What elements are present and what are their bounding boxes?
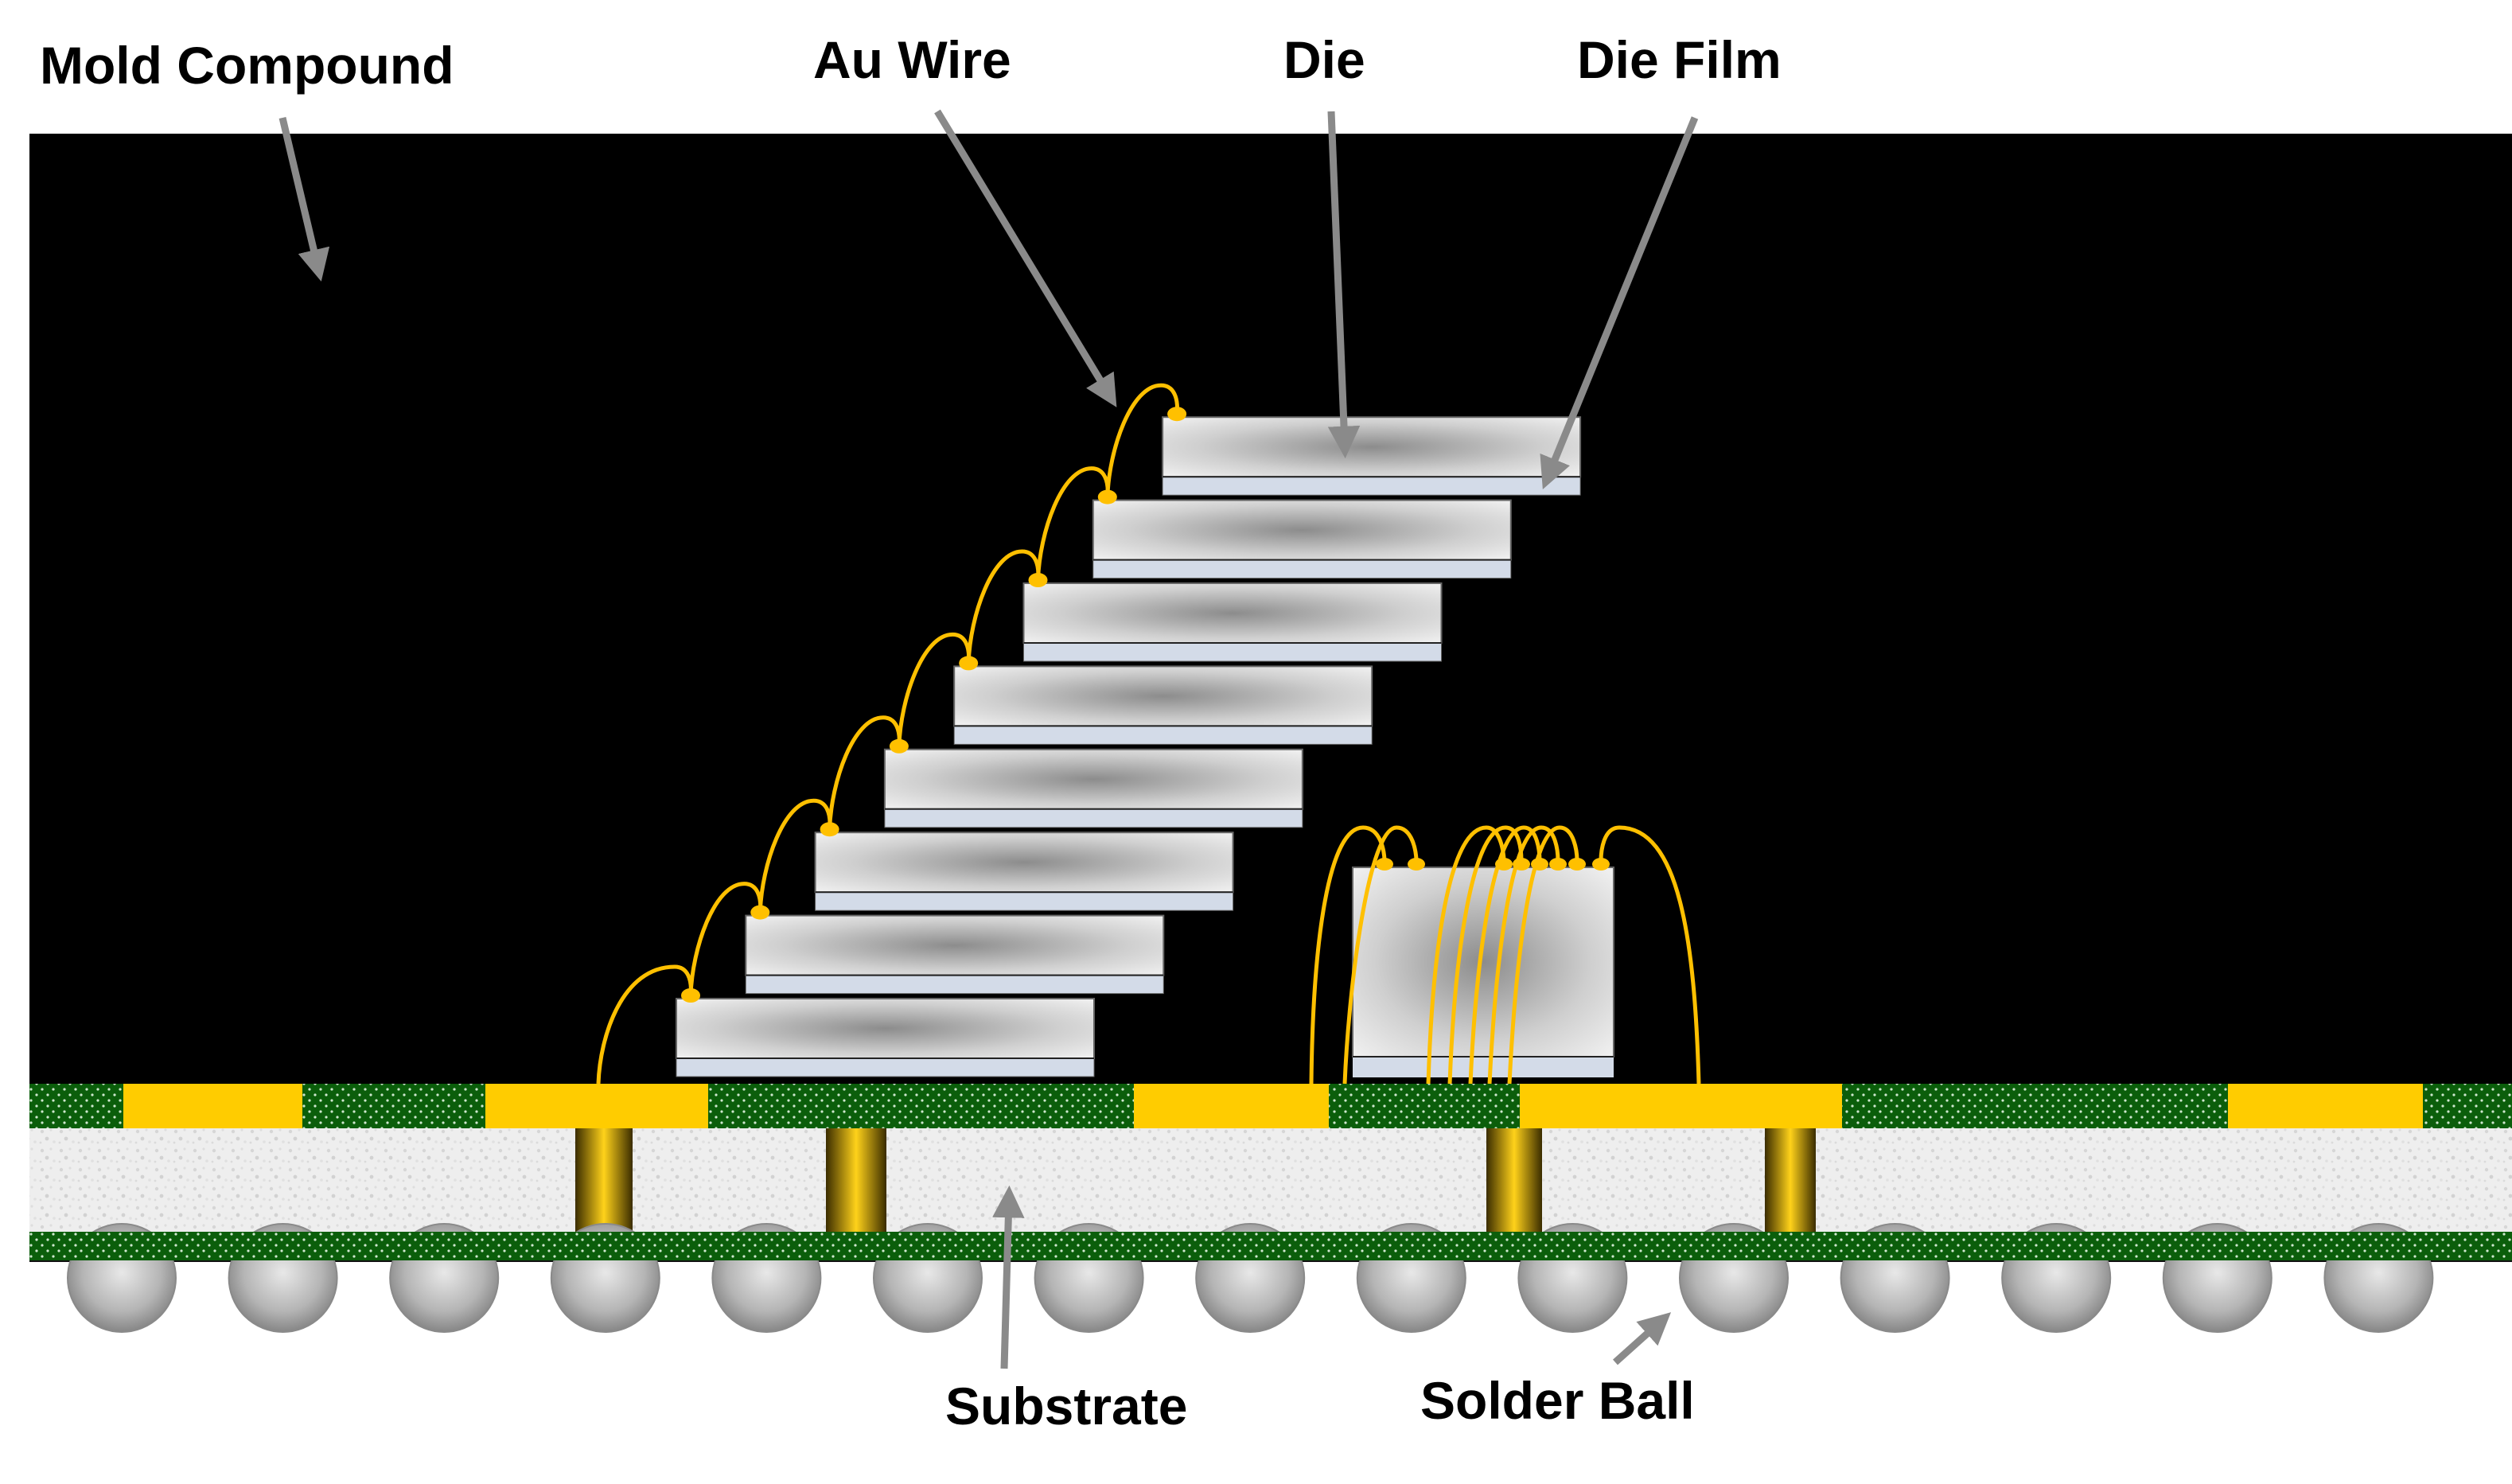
die-body: [745, 914, 1165, 976]
au-wires-controller: [1309, 825, 1701, 1085]
stacked-die: [814, 832, 1234, 911]
au-wire: [828, 715, 902, 830]
arrow-die-film: [1540, 116, 1699, 489]
arrow-solder-ball: [1612, 1312, 1672, 1365]
die-film-layer: [1162, 476, 1581, 496]
label-die-film: Die Film: [1577, 30, 1782, 89]
stacked-die: [1092, 499, 1512, 579]
wire-bond-ball: [1167, 407, 1187, 422]
au-wire: [757, 798, 832, 913]
au-wire: [1036, 466, 1110, 581]
controller-bond-balls: [1376, 858, 1610, 871]
die-body: [676, 998, 1095, 1059]
die-film-layer: [1023, 642, 1442, 662]
die-film-layer: [953, 725, 1373, 745]
solder-balls: [29, 1223, 2512, 1333]
label-solder-ball: Solder Ball: [1420, 1371, 1695, 1430]
au-wire: [688, 882, 763, 996]
label-substrate: Substrate: [945, 1377, 1187, 1435]
label-au-wire: Au Wire: [813, 30, 1011, 89]
die-film-layer: [1092, 559, 1512, 579]
stacked-die: [883, 748, 1303, 828]
stacked-die-group: [676, 416, 1582, 1077]
stacked-die: [1162, 416, 1582, 496]
arrow-mold-compound: [278, 116, 330, 282]
die-film-layer: [815, 891, 1234, 911]
au-wire: [1105, 383, 1179, 497]
copper-vias: [575, 1128, 1816, 1232]
stacked-die: [745, 914, 1165, 995]
arrow-substrate: [992, 1185, 1025, 1369]
die-body: [814, 832, 1234, 894]
stacked-die: [1022, 582, 1443, 662]
label-die: Die: [1283, 30, 1365, 89]
controller-die-film: [1353, 1057, 1614, 1077]
stacked-die: [953, 665, 1373, 745]
controller-die: [1352, 867, 1614, 1077]
arrow-au-wire: [934, 109, 1117, 407]
au-wire: [596, 964, 693, 1085]
die-body: [953, 665, 1373, 727]
au-wire: [966, 549, 1041, 664]
top-copper-pads: [123, 1084, 2423, 1128]
au-wire: [897, 632, 972, 746]
die-body: [1092, 499, 1512, 561]
die-body: [883, 748, 1303, 810]
stacked-die: [676, 998, 1095, 1077]
die-body: [1022, 582, 1443, 644]
callout-arrows: [278, 109, 1699, 1369]
ball-cover-mask: [29, 1232, 2512, 1260]
die-film-layer: [745, 975, 1164, 995]
die-film-layer: [884, 808, 1303, 828]
die-body: [1162, 416, 1582, 478]
au-wires-stack: [596, 383, 1187, 1085]
substrate-core: [29, 1128, 2512, 1232]
label-mold-compound: Mold Compound: [40, 36, 454, 95]
arrow-die: [1327, 111, 1361, 459]
die-film-layer: [676, 1057, 1095, 1077]
